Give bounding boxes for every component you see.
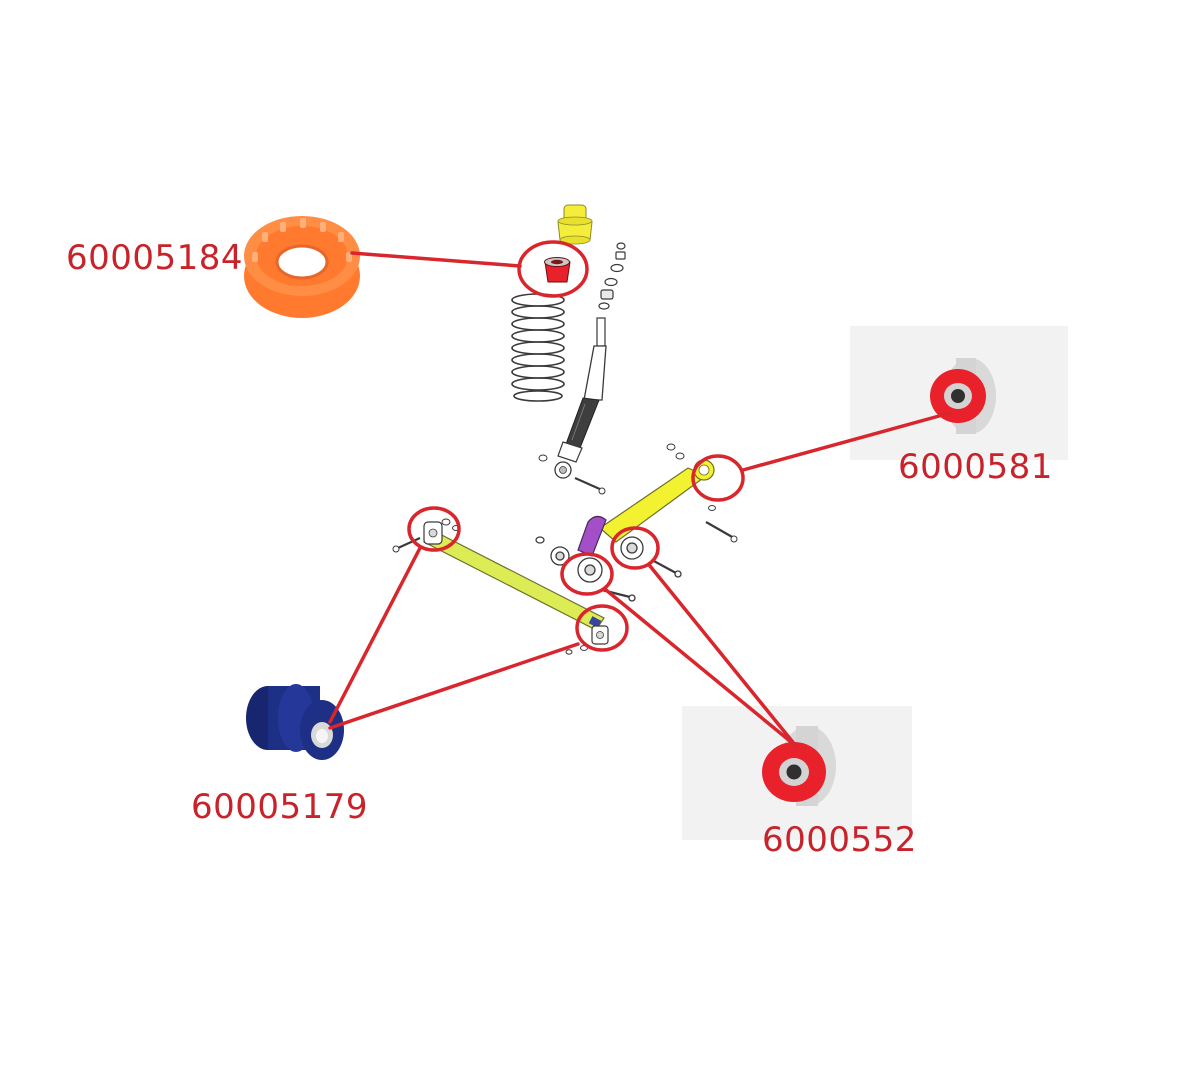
top-mount-bushing-icon — [544, 257, 571, 283]
toe-link-icon — [577, 515, 607, 557]
part-number-upper-bushing: 6000581 — [898, 447, 1053, 487]
leader-line-blue-to-inner — [328, 546, 422, 724]
leader-line-spring-seat — [350, 251, 522, 268]
red-bushing-upper-icon — [850, 326, 1068, 460]
callout-circle-lateral-outer — [575, 604, 629, 652]
knuckle-bushings-icon — [535, 536, 682, 602]
orange-spring-seat-icon — [244, 216, 360, 318]
callout-circle-knuckle-b — [610, 526, 660, 570]
upper-control-arm-icon — [599, 443, 738, 543]
callout-circle-knuckle-a — [560, 552, 614, 596]
callout-circle-top-mount — [517, 240, 589, 298]
shock-absorber-icon — [538, 317, 607, 495]
part-number-blue-bushing: 60005179 — [191, 787, 369, 827]
lateral-link-icon — [392, 518, 609, 655]
callout-circle-upper-arm — [691, 454, 745, 502]
leader-line-red-to-knuckle-b — [648, 564, 798, 748]
leader-line-red-to-knuckle-a — [604, 588, 798, 748]
callout-circle-lateral-inner — [407, 506, 461, 552]
coil-spring-icon — [511, 293, 565, 402]
leader-line-blue-to-outer — [328, 642, 580, 730]
bump-stop-icon — [557, 204, 593, 245]
leader-line-upper-bushing — [741, 411, 952, 472]
hardware-stack-icon — [598, 242, 626, 310]
red-bushing-lower-icon — [682, 706, 912, 840]
part-number-spring-seat: 60005184 — [66, 238, 244, 278]
part-number-lower-bushing: 6000552 — [762, 820, 917, 860]
